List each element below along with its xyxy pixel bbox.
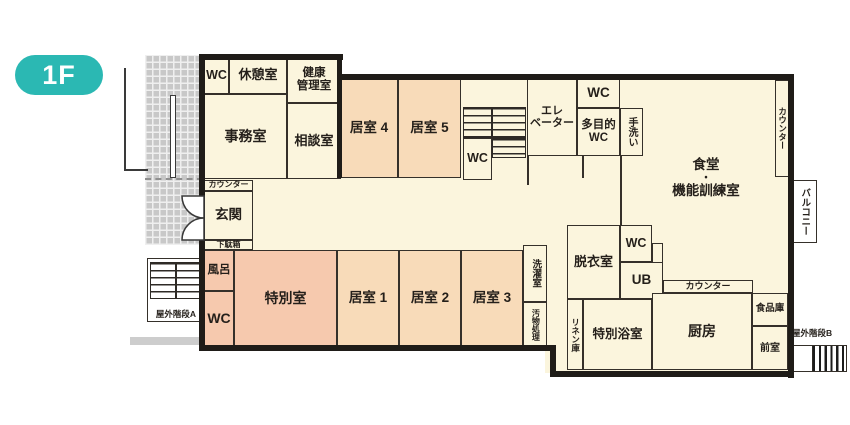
room-special: 特別室 — [234, 250, 337, 347]
internal-stairs-treads-lower-icon — [491, 138, 526, 158]
room-wc-southwest: WC — [204, 291, 234, 347]
outer-wall-bottom-right — [550, 371, 794, 377]
wall-stub-corridor — [582, 155, 584, 178]
room-kyoshitsu-2: 居室 2 — [399, 250, 461, 347]
room-anteroom: 前室 — [752, 326, 788, 370]
room-breakroom: 休憩室 — [229, 57, 287, 94]
shoebox: 下駄箱 — [204, 240, 253, 250]
approach-railing-horizontal — [124, 169, 148, 171]
room-handwash: 手洗い — [620, 108, 643, 156]
room-wc-stairwell: WC — [463, 138, 492, 180]
stairs-a-divider — [175, 262, 177, 299]
outer-wall-jog-north — [337, 54, 342, 178]
room-health-management: 健康管理室 — [287, 57, 341, 103]
room-special-bath: 特別浴室 — [583, 299, 652, 370]
approach-railing-vertical — [124, 68, 126, 171]
wall-notch — [652, 243, 663, 263]
entrance-door-swing-icon — [181, 195, 205, 241]
room-kitchen: 厨房 — [652, 293, 752, 370]
room-office: 事務室 — [204, 94, 287, 179]
balcony: バルコニー — [791, 180, 817, 243]
room-laundry: 洗濯室 — [523, 245, 547, 302]
outer-wall-top-right — [337, 74, 794, 80]
outdoor-stairs-a-label: 屋外階段A — [155, 308, 197, 319]
counter-east: カウンター — [775, 80, 789, 177]
room-linen-storage: リネン庫 — [567, 299, 583, 370]
room-pantry: 食品庫 — [752, 293, 788, 326]
outdoor-stairs-b-label: 屋外階段B — [792, 328, 833, 338]
outer-wall-top-left — [199, 54, 343, 60]
porch-dashed-line — [145, 178, 203, 180]
room-consultation: 相談室 — [287, 103, 341, 179]
room-dining-function-training: 食堂 ・ 機能訓練室 — [672, 156, 740, 198]
room-kyoshitsu-4: 居室 4 — [340, 78, 398, 178]
room-bath: 風呂 — [204, 250, 234, 291]
room-ub: UB — [620, 262, 663, 299]
room-waste-disposal: 汚物処理 — [523, 302, 547, 347]
internal-stairs-divider — [491, 107, 493, 158]
porch-handrail — [170, 95, 176, 178]
kitchen-counter: カウンター — [663, 280, 753, 293]
room-elevator: エレベーター — [527, 78, 577, 156]
wall-stub-dining-west — [620, 155, 622, 225]
wall-stub-elevator — [527, 155, 529, 185]
walkway-slab — [130, 337, 205, 345]
room-kyoshitsu-3: 居室 3 — [461, 250, 523, 347]
internal-stairs-treads-upper-icon — [463, 107, 526, 138]
room-wc-center: WC — [620, 225, 652, 262]
genkan-counter: カウンター — [204, 180, 253, 191]
outer-wall-bottom-left — [199, 345, 556, 351]
room-wc-northwest: WC — [204, 57, 229, 94]
outer-wall-right — [788, 74, 794, 378]
room-kyoshitsu-1: 居室 1 — [337, 250, 399, 347]
outer-wall-jog-south — [550, 345, 556, 377]
room-wc-north: WC — [577, 78, 620, 108]
room-kyoshitsu-5: 居室 5 — [398, 78, 461, 178]
stairs-b-treads-icon — [812, 346, 845, 371]
floor-badge: 1F — [15, 55, 103, 95]
room-undressing: 脱衣室 — [567, 225, 620, 299]
room-genkan: 玄関 — [204, 191, 253, 240]
